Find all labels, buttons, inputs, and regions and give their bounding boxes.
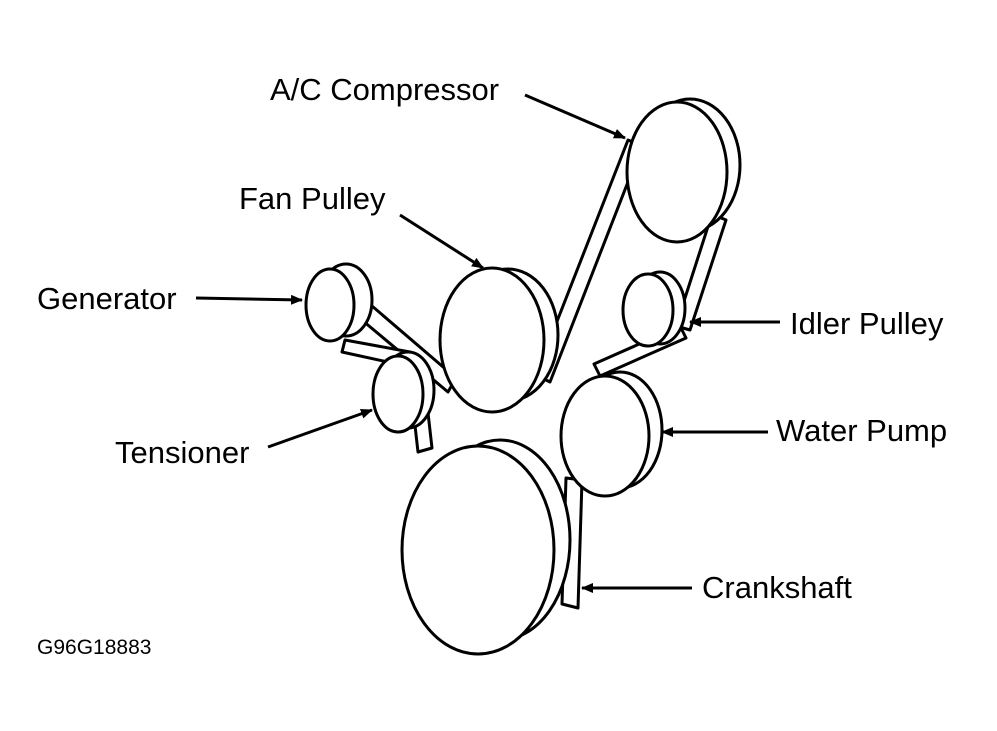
generator-pulley bbox=[304, 262, 374, 343]
ac-compressor-pulley bbox=[625, 97, 742, 244]
tensioner-pulley bbox=[371, 350, 436, 434]
tensioner-label: Tensioner bbox=[115, 435, 250, 470]
generator-label: Generator bbox=[37, 281, 177, 316]
fan-pulley-arrow bbox=[399, 213, 484, 270]
water-pump-label: Water Pump bbox=[776, 413, 948, 448]
ac-compressor-arrow bbox=[524, 93, 626, 140]
water-pump-pulley bbox=[559, 370, 664, 498]
idler-pulley bbox=[621, 270, 687, 348]
crankshaft-label: Crankshaft bbox=[702, 570, 852, 605]
generator-arrow bbox=[195, 294, 303, 305]
crankshaft-pulley bbox=[400, 438, 572, 656]
fan-pulley bbox=[438, 266, 560, 414]
tensioner-arrow bbox=[267, 408, 373, 449]
fan-pulley-label: Fan Pulley bbox=[239, 181, 386, 216]
ac-compressor-label: A/C Compressor bbox=[270, 72, 500, 107]
idler-pulley-label: Idler Pulley bbox=[790, 306, 944, 341]
figure-code: G96G18883 bbox=[37, 636, 152, 659]
